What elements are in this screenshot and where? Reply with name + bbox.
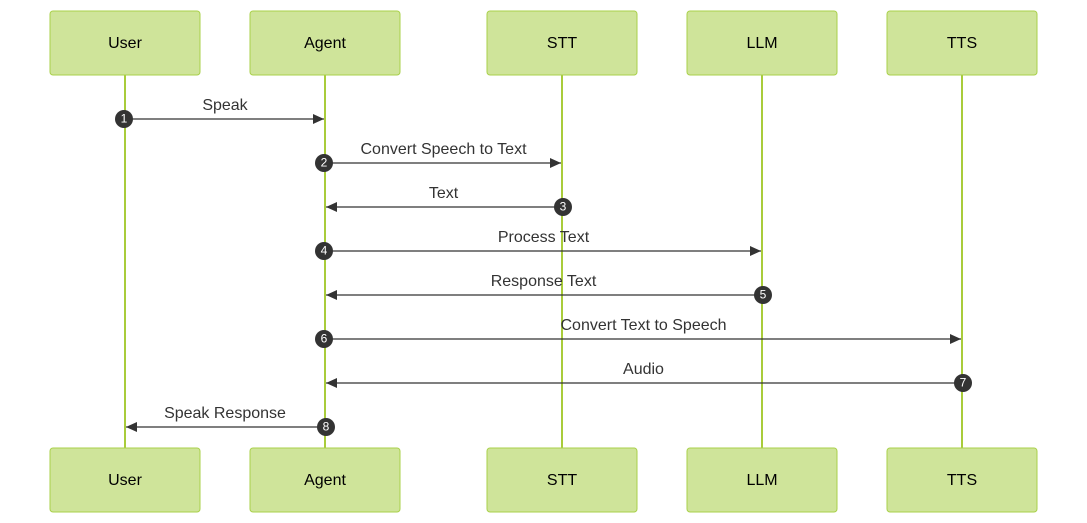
participant-llm-top: LLM [686,10,838,76]
participant-stt-top: STT [486,10,638,76]
sequence-number: 6 [321,332,328,346]
participant-label: User [108,472,142,489]
participant-label: Agent [304,472,346,489]
sequence-number: 7 [960,376,967,390]
participant-box [886,447,1038,513]
message-5: Response Text 5 [326,273,772,304]
participant-label: STT [547,35,577,52]
message-8: Speak Response 8 [126,405,335,436]
message-label: Convert Text to Speech [560,317,726,334]
participant-user-top: User [49,10,201,76]
participant-box [249,447,401,513]
sequence-number: 4 [321,244,328,258]
message-2: Convert Speech to Text 2 [315,141,561,172]
sequence-number-badge [754,286,772,304]
sequence-number: 3 [560,200,567,214]
participant-box [686,10,838,76]
sequence-number: 5 [760,288,767,302]
sequence-number-badge [315,330,333,348]
message-7: Audio 7 [326,361,972,392]
participant-label: Agent [304,35,346,52]
message-label: Process Text [498,229,590,246]
participant-user-bottom: User [49,447,201,513]
participant-box [886,10,1038,76]
participant-box [49,10,201,76]
sequence-number-badge [115,110,133,128]
participant-agent-bottom: Agent [249,447,401,513]
participant-box [486,10,638,76]
participant-tts-bottom: TTS [886,447,1038,513]
participant-box [249,10,401,76]
message-label: Audio [623,361,664,378]
sequence-number: 2 [321,156,328,170]
participant-box [49,447,201,513]
message-3: Text 3 [326,185,572,216]
participant-llm-bottom: LLM [686,447,838,513]
sequence-number-badge [317,418,335,436]
sequence-number-badge [315,242,333,260]
message-label: Speak Response [164,405,286,422]
sequence-number-badge [954,374,972,392]
participant-box [686,447,838,513]
message-6: Convert Text to Speech 6 [315,317,961,348]
sequence-number: 1 [121,112,128,126]
participant-agent-top: Agent [249,10,401,76]
participant-label: TTS [947,472,977,489]
participant-box [486,447,638,513]
participant-label: User [108,35,142,52]
participant-label: LLM [746,472,777,489]
participant-label: STT [547,472,577,489]
message-label: Speak [202,97,248,114]
participant-stt-bottom: STT [486,447,638,513]
participant-label: LLM [746,35,777,52]
participant-label: TTS [947,35,977,52]
message-1: Speak 1 [115,97,324,128]
sequence-number-badge [315,154,333,172]
message-label: Convert Speech to Text [360,141,527,158]
sequence-number-badge [554,198,572,216]
participant-tts-top: TTS [886,10,1038,76]
message-label: Text [429,185,459,202]
message-label: Response Text [491,273,597,290]
lifelines [124,75,963,448]
sequence-number: 8 [323,420,330,434]
message-4: Process Text 4 [315,229,761,260]
